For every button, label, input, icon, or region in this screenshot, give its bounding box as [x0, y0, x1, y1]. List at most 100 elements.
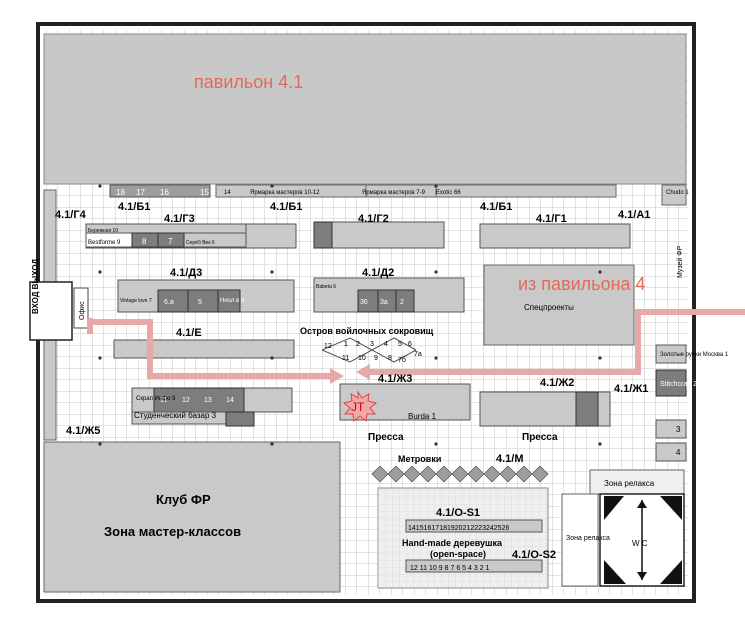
- handmade-label: Hand-made деревушка: [402, 538, 503, 548]
- g3-booth-5: 7: [168, 237, 173, 246]
- s1-row: [405, 519, 543, 533]
- office: [73, 287, 89, 329]
- jt-logo: [342, 390, 378, 422]
- d2-booth-1: Babeta 6: [316, 284, 336, 290]
- from-pavilion-label: из павильона 4: [518, 274, 646, 294]
- zh4-booth-12: 12: [182, 397, 190, 404]
- top-booth-yarmarka-2: Ярмарка мастеров 7-9: [362, 190, 426, 196]
- zh4-booth-13: 13: [204, 397, 212, 404]
- metrovki-label: Метровки: [398, 454, 441, 464]
- route-arrow-right-head: [356, 364, 370, 380]
- island-num-4: 4: [384, 341, 388, 348]
- section-zh2: 4.1/Ж2: [540, 377, 574, 389]
- route-arrow-left-head: [330, 368, 344, 384]
- zh1-booths: [655, 344, 687, 364]
- entrance-label: ВХОД ВЫХОД: [31, 259, 40, 314]
- section-b1-mid: 4.1/Б1: [270, 201, 302, 213]
- d2-booth-2: 2: [400, 299, 404, 306]
- s2-row: [405, 559, 543, 573]
- zh1-booth-3: 3: [676, 425, 681, 434]
- island-num-7a: 7a: [414, 351, 422, 358]
- island-num-10: 10: [358, 355, 366, 362]
- top-booth-18: 18: [116, 188, 125, 197]
- burda-label: Burda 1: [408, 412, 437, 421]
- section-b1-right: 4.1/Б1: [480, 201, 512, 213]
- section-zh1: 4.1/Ж1: [614, 383, 648, 395]
- zh1-booth-4: 4: [676, 448, 681, 457]
- metrovki-booths: [371, 465, 549, 483]
- open-space-label: (open-space): [430, 549, 486, 559]
- section-a1: 4.1/А1: [618, 209, 650, 221]
- club-fr-area: [43, 441, 341, 593]
- island-num-12: 12: [324, 343, 332, 350]
- zh4-booth-14: 14: [226, 397, 234, 404]
- special-projects-area: [483, 264, 635, 346]
- press-right-label: Пресса: [522, 432, 558, 443]
- top-booth-15: 15: [200, 188, 209, 197]
- island-num-3: 3: [370, 341, 374, 348]
- g3-booth-4: 8: [142, 237, 147, 246]
- d3-booth-3: 5: [198, 299, 202, 306]
- pavilion-4-1-block: [43, 33, 687, 185]
- student-label: Студенческий базар 3: [134, 411, 217, 420]
- island-num-5: 5: [398, 341, 402, 348]
- stitchcraft-label: Stitchcraft 2: [660, 381, 697, 388]
- s1-numbers: 14151617181920212223242526: [408, 525, 509, 532]
- relax-zone-side: [561, 493, 599, 587]
- top-booth-row: [109, 184, 687, 206]
- route-arrows: [87, 309, 745, 379]
- d3-booth-4: Ниол в 4: [220, 298, 245, 304]
- island-num-1: 1: [344, 341, 348, 348]
- relax-side-label: Зона релакса: [566, 535, 610, 542]
- section-o-s1: 4.1/О-S1: [436, 507, 480, 519]
- club-subtitle: Зона мастер-классов: [104, 524, 241, 539]
- entrance: [29, 281, 73, 341]
- pavilion-title: павильон 4.1: [194, 72, 303, 92]
- island-num-2: 2: [356, 341, 360, 348]
- island-num-7b: 7б: [398, 356, 406, 364]
- island-num-6: 6: [408, 341, 412, 348]
- section-zh3: 4.1/Ж3: [378, 373, 412, 385]
- section-g3: 4.1/Г3: [164, 213, 195, 225]
- wc-label: W C: [632, 539, 648, 548]
- jt-label: JT: [351, 400, 365, 414]
- office-label: Офис: [79, 301, 86, 320]
- museum-label: Музей ФР: [676, 245, 684, 278]
- zh4-booth-1: Скрап Инфо 9: [136, 396, 176, 402]
- d3-booth-2: 6.а: [164, 299, 174, 306]
- section-m: 4.1/М: [496, 453, 524, 465]
- e-booths: [113, 339, 295, 359]
- g1-booths: [479, 223, 631, 249]
- d2-booth-36: 36: [360, 299, 368, 306]
- club-title: Клуб ФР: [156, 492, 211, 507]
- section-g2: 4.1/Г2: [358, 213, 389, 225]
- island-num-11: 11: [342, 355, 349, 362]
- g2-booths: [313, 221, 445, 249]
- section-b1-left: 4.1/Б1: [118, 201, 150, 213]
- relax-top-label: Зона релакса: [604, 479, 655, 488]
- section-d2: 4.1/Д2: [362, 267, 394, 279]
- section-g4: 4.1/Г4: [55, 209, 87, 221]
- island-label: Остров войлочных сокровищ: [300, 326, 434, 336]
- golden-label: Золотые ручки Москва 1: [660, 352, 729, 358]
- section-e: 4.1/Е: [176, 327, 202, 339]
- section-zh5: 4.1/Ж5: [66, 425, 100, 437]
- s2-numbers: 12 11 10 9 8 7 6 5 4 3 2 1: [410, 565, 490, 572]
- section-o-s2: 4.1/О-S2: [512, 549, 556, 561]
- top-booth-14: 14: [224, 190, 231, 196]
- top-booth-16: 16: [160, 188, 169, 197]
- section-g1: 4.1/Г1: [536, 213, 567, 225]
- zh4-booth-11: 11: [160, 397, 167, 404]
- island-num-8: 8: [388, 355, 392, 362]
- island-num-9: 9: [374, 355, 378, 362]
- section-d3: 4.1/Д3: [170, 267, 202, 279]
- top-booth-yarmarka-1: Ярмарка мастеров 10-12: [250, 190, 320, 196]
- press-left-label: Пресса: [368, 432, 404, 443]
- g3-booth-6: Серёб Век 6: [186, 240, 215, 246]
- g3-booth-1: Бережная 10: [88, 228, 118, 234]
- chudo-label: Chudo 1: [666, 190, 689, 196]
- top-booth-exotic: Exotic 66: [436, 190, 461, 196]
- columns: [98, 184, 602, 446]
- special-projects-label: Спецпроекты: [524, 303, 574, 312]
